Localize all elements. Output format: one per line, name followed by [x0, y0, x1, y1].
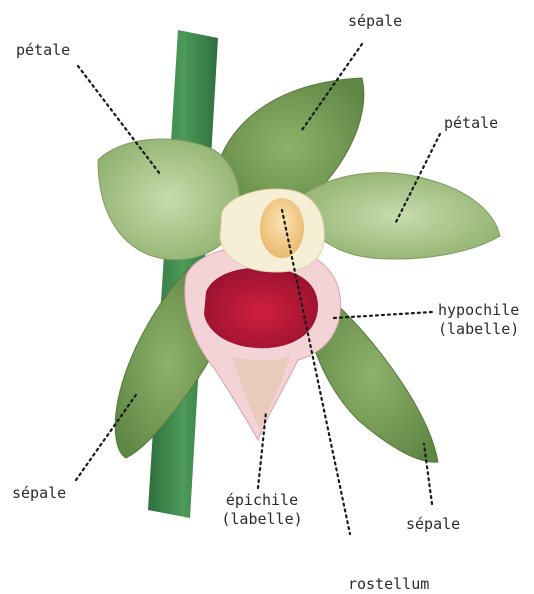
epichile-line2: (labelle) — [212, 510, 312, 529]
epichile-line1: épichile — [212, 491, 312, 510]
hypochile-line1: hypochile — [438, 301, 519, 320]
label-sepale-bottom: sépale — [406, 515, 460, 534]
petal-left — [98, 139, 240, 260]
label-petale-left: pétale — [16, 41, 70, 60]
label-sepale-top: sépale — [348, 12, 402, 31]
label-petale-right: pétale — [444, 114, 498, 133]
leader-hypochile — [334, 312, 432, 318]
hypochile — [204, 268, 318, 349]
anther — [260, 198, 304, 258]
hypochile-line2: (labelle) — [438, 320, 519, 339]
label-epichile: épichile (labelle) — [212, 491, 312, 529]
label-sepale-left: sépale — [12, 484, 66, 503]
label-hypochile: hypochile (labelle) — [438, 301, 519, 339]
label-rostellum: rostellum — [348, 575, 429, 594]
